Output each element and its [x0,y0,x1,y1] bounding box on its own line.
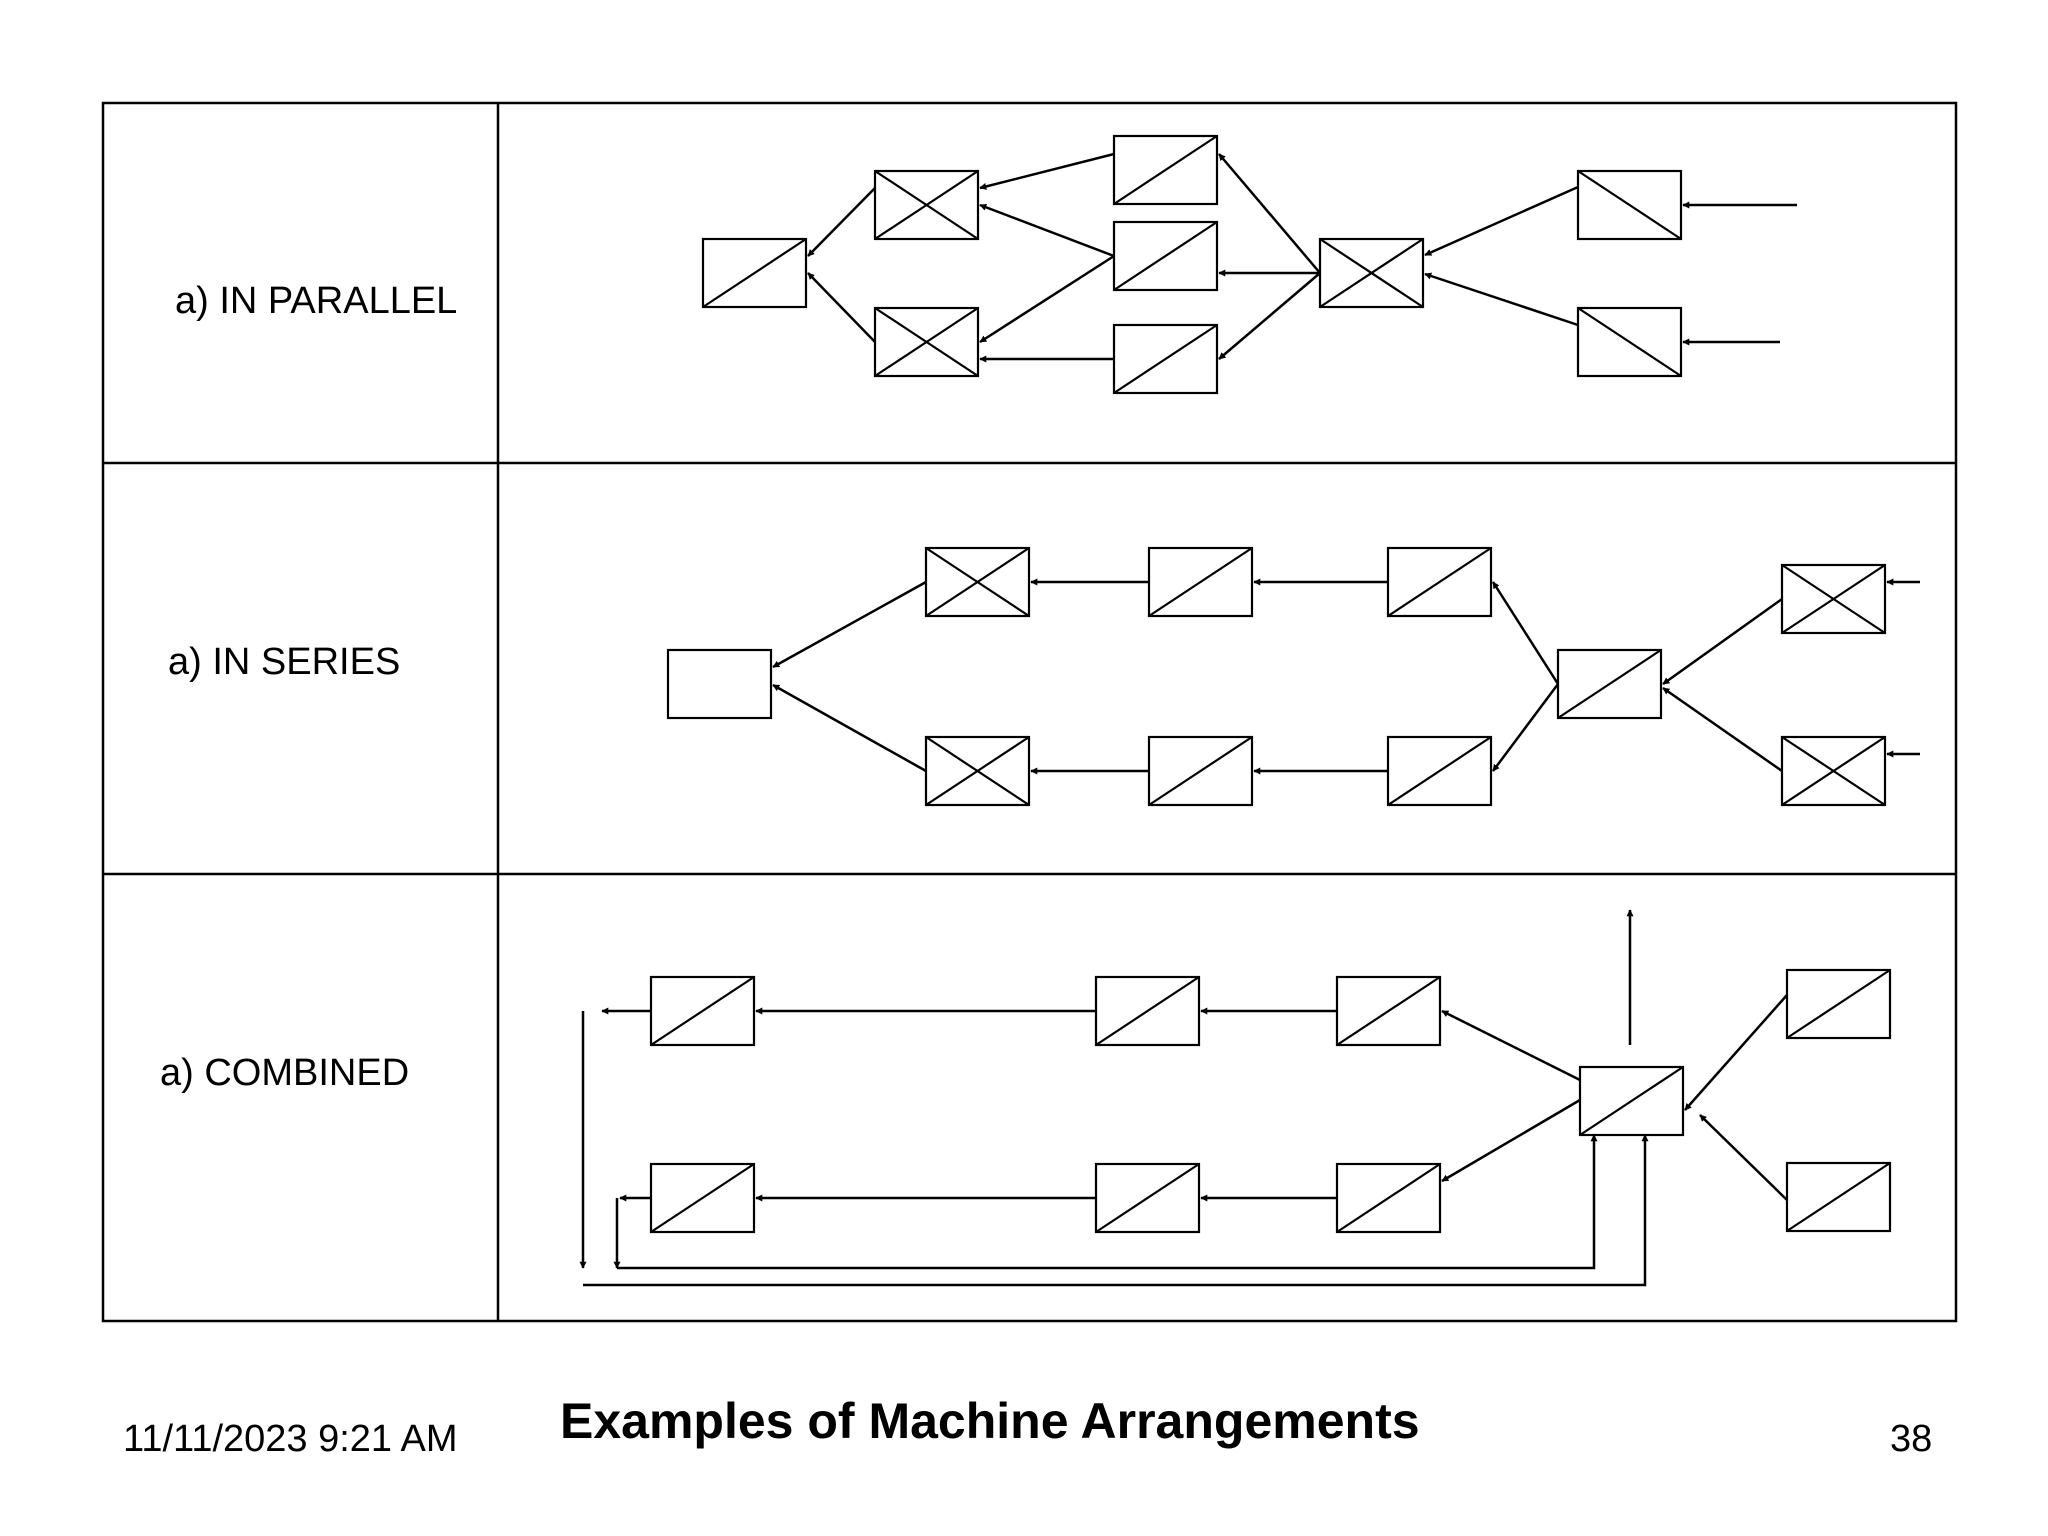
flow-arrow [617,1134,1598,1270]
flow-arrow [583,1134,1649,1287]
machine-box [924,735,1031,807]
machine-box [649,1162,756,1234]
machine-box [1335,1162,1442,1234]
flow-arrow [1699,1114,1788,1201]
flow-arrow [807,187,876,257]
machine-box [701,237,808,309]
machine-box [1112,323,1219,395]
row-label-combined: a) COMBINED [160,1052,410,1094]
machine-box [1112,220,1219,292]
table-grid [101,101,1958,1323]
machine-box [1578,1065,1685,1137]
flow-arrow [1441,1009,1581,1082]
machine-box [1386,735,1493,807]
machine-box [649,975,756,1047]
flow-arrow [772,580,927,669]
flow-arrow [1491,683,1560,772]
flow-arrow [1662,597,1783,686]
machine-box [1576,169,1683,241]
machine-box [873,306,980,378]
flow-arrow [1218,153,1321,274]
footer-date: 11/11/2023 9:21 AM [123,1418,458,1460]
machine-box [666,648,773,720]
machine-box [1112,134,1219,206]
combined-arrangement [579,909,1892,1287]
machine-box [1094,975,1201,1047]
machine-box [1785,968,1892,1040]
machine-box [1556,648,1663,720]
machine-box [1785,1161,1892,1233]
flow-arrow [772,683,927,773]
flow-arrow [1684,994,1788,1111]
flow-arrow [1662,686,1783,773]
flow-arrow [979,203,1115,258]
machine-box [1780,735,1887,807]
flow-arrow [979,254,1115,344]
footer-title: Examples of Machine Arrangements [560,1393,1420,1449]
parallel-arrangement [701,134,1797,395]
machine-box [1094,1162,1201,1234]
machine-box [1318,237,1425,309]
machine-box [873,169,980,241]
flow-arrow [979,152,1115,190]
machine-box [924,546,1031,618]
page-number: 38 [1890,1418,1933,1460]
machine-box [1335,975,1442,1047]
flow-arrow [1424,272,1579,327]
series-arrangement [666,546,1920,807]
flow-arrow [1441,1098,1581,1183]
machine-box [1386,546,1493,618]
machine-box [1780,563,1887,635]
flow-arrow [1491,581,1560,685]
row-label-parallel: a) IN PARALLEL [175,280,458,322]
machine-box [1147,735,1254,807]
machine-box [1147,546,1254,618]
flow-arrow [1218,272,1321,360]
flow-arrow [1424,185,1579,257]
row-label-series: a) IN SERIES [168,641,401,683]
flow-arrow [807,272,876,343]
machine-box [1576,306,1683,378]
